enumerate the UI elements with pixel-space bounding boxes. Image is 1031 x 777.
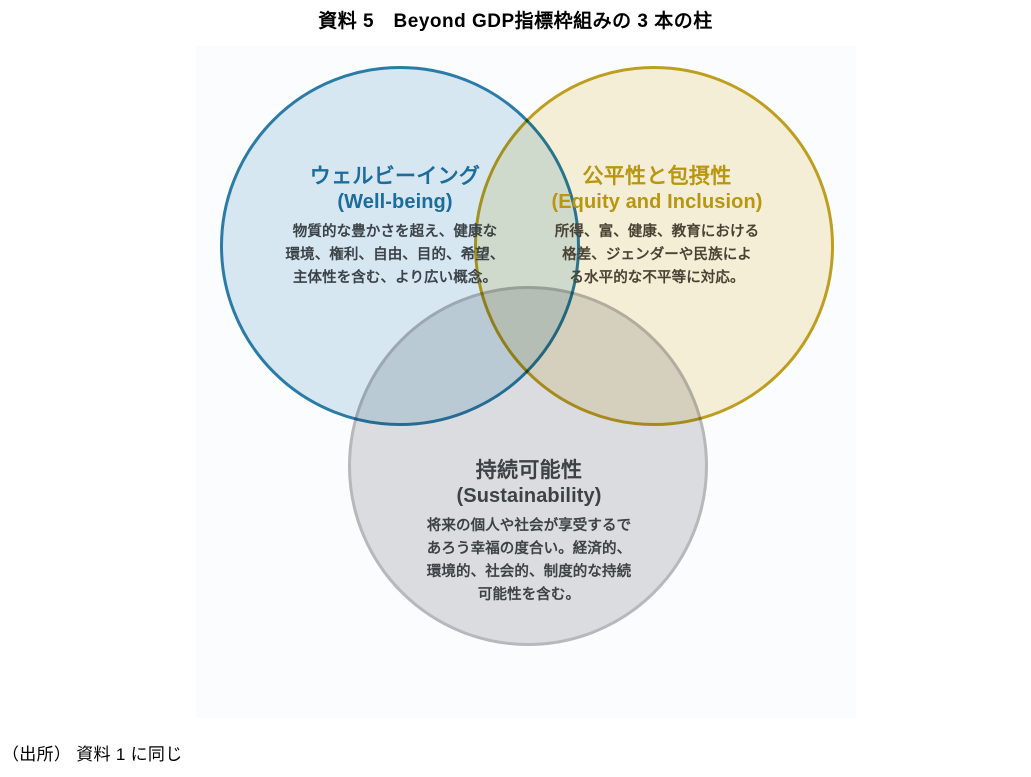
venn-label-equity-heading-en: (Equity and Inclusion)	[551, 190, 763, 213]
venn-diagram-figure: ウェルビーイング (Well-being) 物質的な豊かさを超え、健康な 環境、…	[196, 46, 856, 718]
page-title: 資料 5 Beyond GDP指標枠組みの 3 本の柱	[318, 11, 713, 32]
source-note: （出所） 資料 1 に同じ	[2, 745, 183, 764]
venn-label-wellbeing-body-line: 物質的な豊かさを超え、健康な	[292, 224, 498, 240]
venn-label-wellbeing-heading-en: (Well-being)	[337, 190, 453, 213]
venn-label-equity-body-line: る水平的な不平等に対応。	[569, 269, 745, 286]
venn-label-sustainability-heading-ja: 持続可能性	[475, 459, 583, 482]
venn-label-sustainability-body-line: 環境的、社会的、制度的な持続	[426, 563, 632, 580]
venn-circle-sustainability	[348, 286, 708, 646]
venn-label-equity-body-line: 所得、富、健康、教育における	[554, 224, 760, 240]
venn-label-wellbeing-body-line: 環境、権利、自由、目的、希望、	[285, 246, 505, 263]
venn-stage: ウェルビーイング (Well-being) 物質的な豊かさを超え、健康な 環境、…	[196, 46, 856, 718]
venn-label-equity-body: 所得、富、健康、教育における 格差、ジェンダーや民族によ る水平的な不平等に対応…	[496, 221, 818, 290]
venn-label-sustainability-body-line: 将来の個人や社会が享受するで	[426, 518, 632, 534]
venn-label-wellbeing-heading-ja: ウェルビーイング	[309, 165, 481, 188]
venn-label-equity: 公平性と包摂性 (Equity and Inclusion) 所得、富、健康、教…	[496, 164, 818, 290]
venn-label-sustainability-body-line: 可能性を含む。	[477, 586, 581, 603]
venn-label-equity-body-line: 格差、ジェンダーや民族によ	[562, 246, 752, 263]
venn-label-sustainability: 持続可能性 (Sustainability) 将来の個人や社会が享受するで あろ…	[364, 458, 694, 607]
venn-label-sustainability-heading-en: (Sustainability)	[456, 484, 602, 507]
venn-label-equity-heading-ja: 公平性と包摂性	[582, 165, 732, 188]
venn-label-wellbeing: ウェルビーイング (Well-being) 物質的な豊かさを超え、健康な 環境、…	[234, 164, 556, 290]
venn-label-wellbeing-body: 物質的な豊かさを超え、健康な 環境、権利、自由、目的、希望、 主体性を含む、より…	[234, 221, 556, 290]
venn-label-sustainability-body-line: あろう幸福の度合い。経済的、	[426, 540, 632, 557]
venn-label-wellbeing-body-line: 主体性を含む、より広い概念。	[292, 269, 498, 286]
venn-label-sustainability-body: 将来の個人や社会が享受するで あろう幸福の度合い。経済的、 環境的、社会的、制度…	[364, 515, 694, 607]
